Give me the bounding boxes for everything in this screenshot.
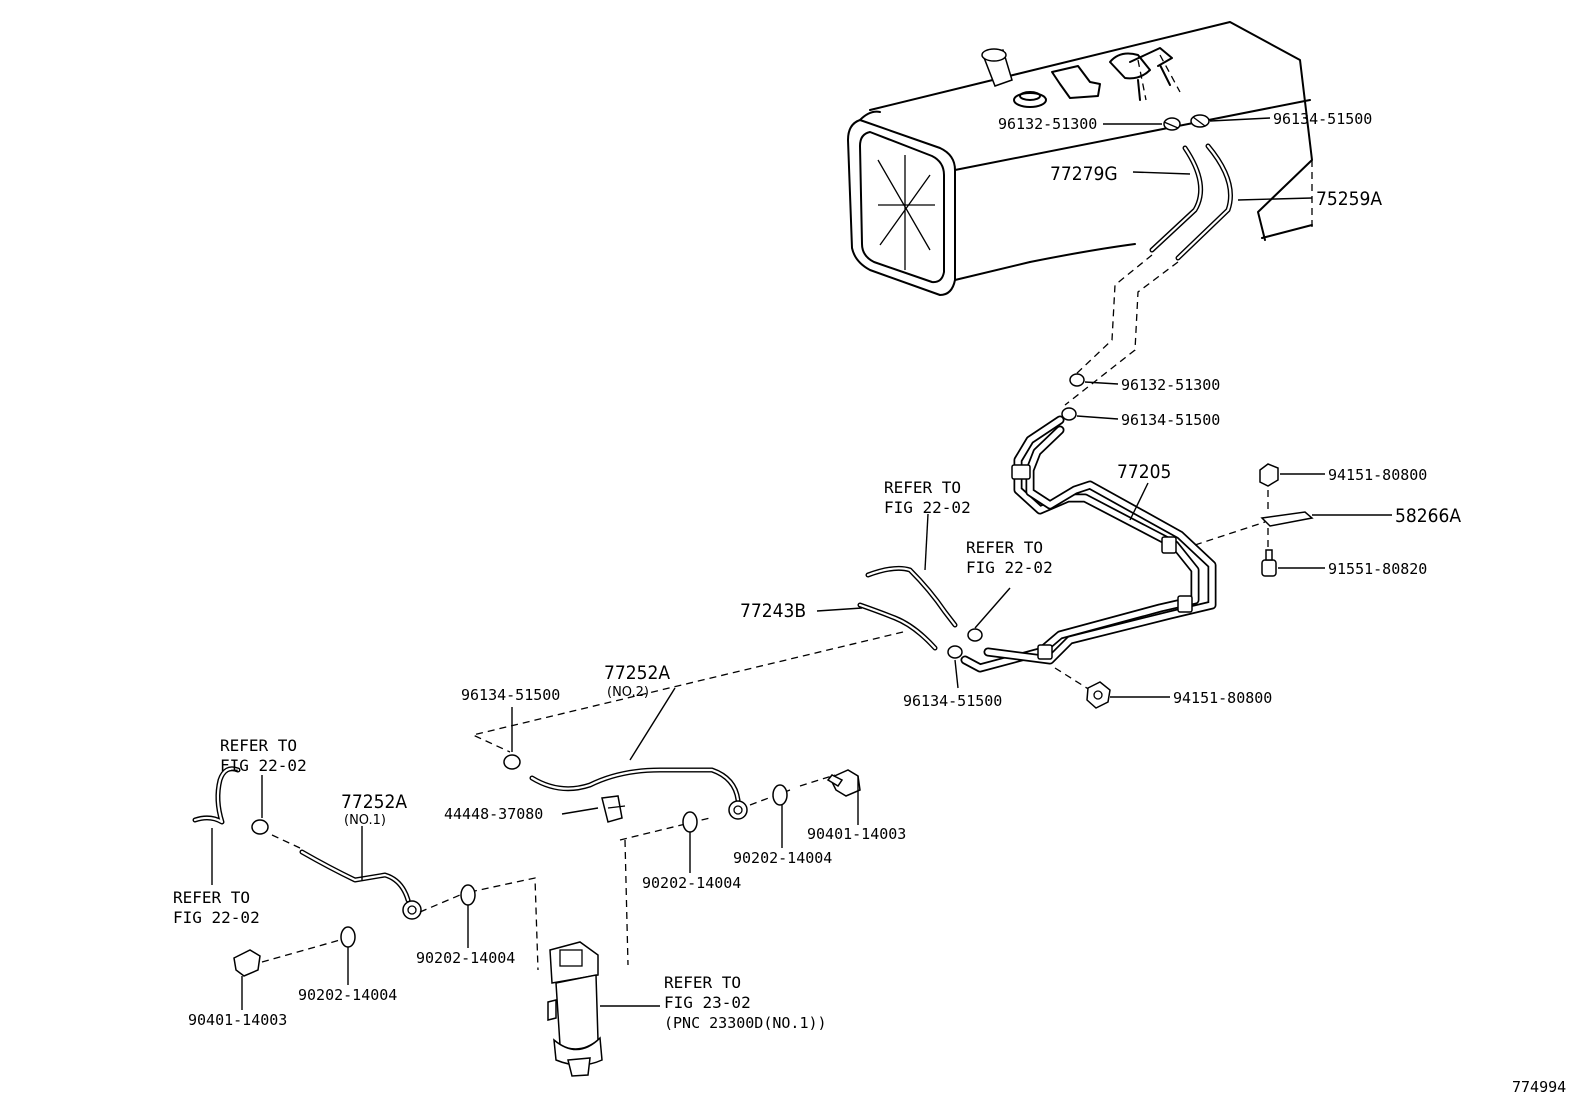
label-77279g: 77279G (1050, 163, 1118, 185)
refer-hose-upper (865, 565, 958, 628)
washer-90202-l2[interactable] (460, 884, 476, 906)
label-77252a-no2: 77252A (604, 662, 670, 684)
refer-2-line2: FIG 22-02 (966, 558, 1053, 577)
label-94151-80800-bottom: 94151-80800 (1173, 689, 1272, 707)
fuel-tube-77205[interactable] (960, 415, 1217, 673)
fuel-tube-77252a-no2[interactable] (529, 767, 748, 820)
clamp-refer-small (967, 628, 983, 642)
label-90202-14004-l1: 90202-14004 (298, 986, 397, 1004)
hose-75259a[interactable] (1175, 143, 1233, 261)
label-96132-51300-mid: 96132-51300 (1121, 376, 1220, 394)
label-96134-51500-mid: 96134-51500 (1121, 411, 1220, 429)
leader-lines (211, 117, 1392, 1010)
bolt-90401-right[interactable] (826, 769, 861, 797)
refer-2-line1: REFER TO (966, 538, 1043, 557)
bolt-91551[interactable] (1261, 549, 1277, 577)
label-75259a: 75259A (1316, 188, 1382, 210)
label-77252a-no1: 77252A (341, 791, 407, 813)
washer-90202-r2[interactable] (772, 784, 788, 806)
refer-5-line1: REFER TO (664, 973, 741, 992)
label-no2: (NO.2) (607, 685, 649, 700)
label-77205: 77205 (1117, 461, 1171, 483)
clamp-96132-mid[interactable] (1069, 373, 1085, 387)
label-90202-14004-r2: 90202-14004 (733, 849, 832, 867)
label-96134-51500-lower: 96134-51500 (903, 692, 1002, 710)
label-90401-14003-left: 90401-14003 (188, 1011, 287, 1029)
label-94151-80800-top: 94151-80800 (1328, 466, 1427, 484)
fuel-filter (547, 941, 603, 1077)
bracket-58266a[interactable] (1260, 511, 1314, 527)
refer-5-line2: FIG 23-02 (664, 993, 751, 1012)
fuel-tube-77252a-no1[interactable] (299, 849, 422, 920)
refer-3-line1: REFER TO (220, 736, 297, 755)
refer-3-line2: FIG 22-02 (220, 756, 307, 775)
clamp-96134-top[interactable] (1190, 114, 1210, 128)
refer-1-line1: REFER TO (884, 478, 961, 497)
hose-77279g[interactable] (1149, 145, 1204, 253)
clamp-96134-left[interactable] (503, 754, 521, 770)
label-96134-51500-top: 96134-51500 (1273, 110, 1372, 128)
label-90401-14003-right: 90401-14003 (807, 825, 906, 843)
figure-number: 774994 (1512, 1078, 1566, 1096)
refer-hose-left (192, 766, 241, 825)
clamp-44448[interactable] (601, 795, 626, 823)
label-91551-80820: 91551-80820 (1328, 560, 1427, 578)
label-58266a: 58266A (1395, 505, 1461, 527)
label-90202-14004-r1: 90202-14004 (642, 874, 741, 892)
nut-94151-top[interactable] (1259, 463, 1279, 487)
nut-94151-bottom[interactable] (1086, 681, 1111, 709)
refer-1-line2: FIG 22-02 (884, 498, 971, 517)
hose-77243b[interactable] (857, 602, 938, 651)
clamp-96132-top[interactable] (1163, 117, 1181, 131)
clamp-refer-left (251, 819, 269, 835)
bolt-90401-left[interactable] (233, 949, 261, 977)
label-44448-37080: 44448-37080 (444, 805, 543, 823)
washer-90202-l1[interactable] (340, 926, 356, 948)
washer-90202-r1[interactable] (682, 811, 698, 833)
refer-4-line2: FIG 22-02 (173, 908, 260, 927)
refer-4-line1: REFER TO (173, 888, 250, 907)
label-no1: (NO.1) (344, 813, 386, 828)
label-96132-51300-top: 96132-51300 (998, 115, 1097, 133)
label-96134-51500-left: 96134-51500 (461, 686, 560, 704)
clamp-96134-lower[interactable] (947, 645, 963, 659)
refer-5-line3: (PNC 23300D(NO.1)) (664, 1014, 827, 1032)
fuel-tank (847, 21, 1313, 296)
label-77243b: 77243B (740, 600, 806, 622)
clamp-96134-mid[interactable] (1061, 407, 1077, 421)
label-90202-14004-l2: 90202-14004 (416, 949, 515, 967)
